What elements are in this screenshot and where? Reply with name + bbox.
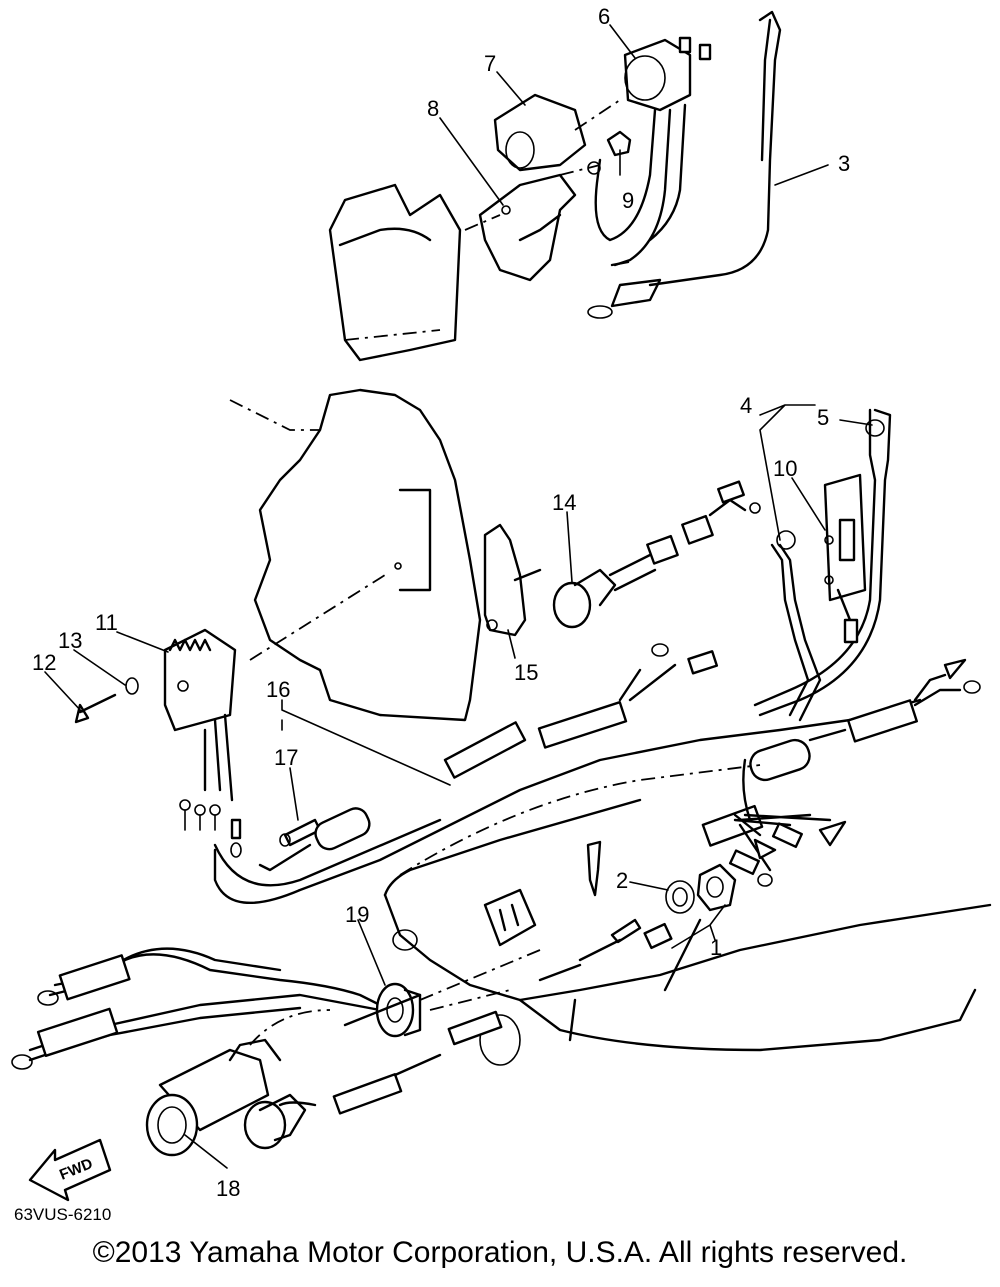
- washer-13: [125, 677, 139, 695]
- callout-3: 3: [838, 151, 850, 176]
- callout-10: 10: [773, 456, 797, 481]
- callout-9: 9: [622, 188, 634, 213]
- copyright-notice: ©2013 Yamaha Motor Corporation, U.S.A. A…: [92, 1236, 908, 1269]
- starter-relay: [594, 36, 712, 267]
- bolt-12: [74, 693, 117, 724]
- callout-6: 6: [598, 4, 610, 29]
- engine-block: [229, 388, 482, 722]
- wire-harness: [213, 643, 981, 905]
- callout-11: 11: [95, 610, 118, 635]
- callout-16: 16: [266, 677, 290, 702]
- grommet-19: [375, 982, 422, 1038]
- callout-4: 4: [740, 393, 752, 418]
- neutral-switch: [552, 480, 761, 629]
- washer-2: [665, 880, 695, 914]
- fuse-holder: [823, 473, 867, 644]
- rectifier-regulator: [163, 628, 237, 802]
- harness-coupler-left: [258, 807, 371, 872]
- callout-7: 7: [484, 51, 496, 76]
- callout-18: 18: [216, 1176, 240, 1201]
- fuse-16-17: [279, 818, 322, 847]
- harness-through-cowl: [538, 918, 673, 982]
- diagram-code: 63VUS-6210: [14, 1205, 111, 1224]
- callout-leaders: [44, 24, 873, 1169]
- remote-control-connector: [145, 993, 503, 1157]
- grommet-nut: [696, 863, 737, 912]
- callout-13: 13: [58, 628, 82, 653]
- callout-12: 12: [32, 650, 56, 675]
- callout-14: 14: [552, 490, 576, 515]
- relay-bracket: [478, 173, 577, 282]
- callout-8: 8: [427, 96, 439, 121]
- forward-arrow-icon: FWD: [28, 1138, 112, 1202]
- callout-labels: 1 2 3 4 5 6 7 8 9 10 11 12 13 14 15 16 1…: [32, 4, 850, 1201]
- callout-17: 17: [274, 745, 298, 770]
- shift-lever: [483, 523, 542, 637]
- regulator-connectors: [179, 799, 242, 858]
- callout-5: 5: [817, 405, 829, 430]
- battery-cables-lower: [11, 947, 382, 1070]
- callout-1: 1: [710, 935, 722, 960]
- battery-cable-top: [587, 10, 782, 319]
- bracket-housing: [328, 183, 462, 362]
- bolt-9: [587, 130, 632, 175]
- callout-15: 15: [514, 660, 538, 685]
- diagram-canvas: FWD 1 2 3 4 5 6 7 8 9 10 11 12: [11, 4, 992, 1224]
- bottom-cowling: [383, 764, 992, 1066]
- battery-cable-4-5: [753, 408, 892, 722]
- relay-cover: [493, 93, 587, 172]
- callout-19: 19: [345, 902, 369, 927]
- callout-2: 2: [616, 868, 628, 893]
